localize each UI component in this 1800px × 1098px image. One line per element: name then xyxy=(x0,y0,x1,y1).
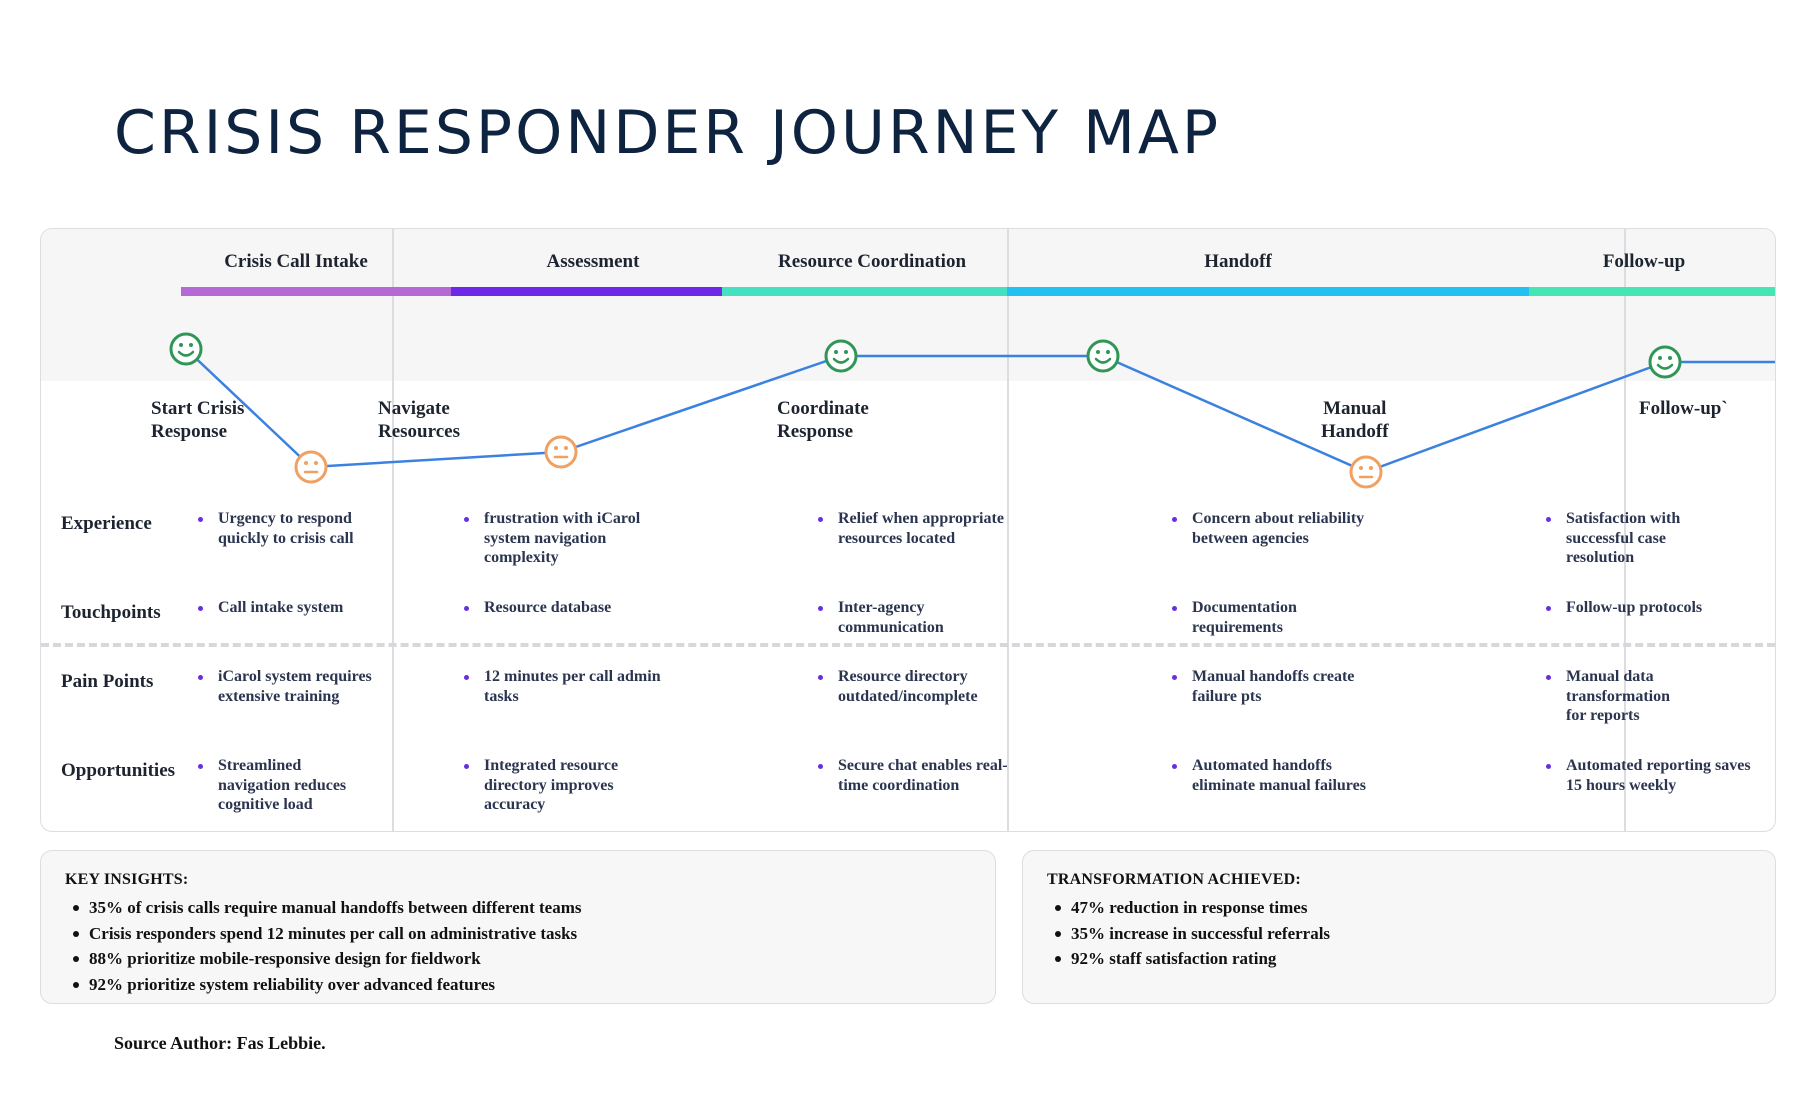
step-label-follow-up: Follow-up` xyxy=(1639,398,1728,419)
row-label-pain-points: Pain Points xyxy=(61,671,154,692)
phase-label-handoff: Handoff xyxy=(1204,251,1272,272)
phase-bar-crisis-call-intake xyxy=(181,287,451,296)
list-item: Resource database xyxy=(462,598,692,618)
key-insights-list: 35% of crisis calls require manual hando… xyxy=(65,895,971,997)
smiley-happy-icon xyxy=(1648,345,1682,379)
row-label-experience: Experience xyxy=(61,513,152,534)
phase-bar-assessment xyxy=(451,287,722,296)
touchpoints-cell: Call intake system xyxy=(196,598,396,618)
transformation-box: TRANSFORMATION ACHIEVED: 47% reduction i… xyxy=(1022,850,1776,1004)
row-separator xyxy=(41,643,1775,647)
smiley-neutral-icon xyxy=(544,435,578,469)
phase-label-assessment: Assessment xyxy=(546,251,640,272)
smiley-neutral-icon xyxy=(294,450,328,484)
list-item: 92% prioritize system reliability over a… xyxy=(65,972,971,998)
phase-bar-follow-up xyxy=(1529,287,1775,296)
list-item: Call intake system xyxy=(196,598,396,618)
opportunities-cell: Secure chat enables real-time coordinati… xyxy=(816,756,1046,795)
key-insights-title: KEY INSIGHTS: xyxy=(65,871,189,888)
column-divider xyxy=(1007,229,1009,831)
smiley-happy-icon xyxy=(824,339,858,373)
phase-bar-handoff xyxy=(1007,287,1529,296)
list-item: 92% staff satisfaction rating xyxy=(1047,946,1751,972)
smiley-neutral-icon xyxy=(1349,455,1383,489)
source-author: Source Author: Fas Lebbie. xyxy=(114,1033,326,1053)
transformation-list: 47% reduction in response times 35% incr… xyxy=(1047,895,1751,972)
column-divider xyxy=(1624,229,1626,831)
list-item: 35% of crisis calls require manual hando… xyxy=(65,895,971,921)
emotion-line xyxy=(185,348,1775,474)
page-title: CRISIS RESPONDER JOURNEY MAP xyxy=(114,98,1222,168)
phase-label-crisis-call-intake: Crisis Call Intake xyxy=(224,251,368,272)
smiley-happy-icon xyxy=(169,332,203,366)
list-item: Crisis responders spend 12 minutes per c… xyxy=(65,921,971,947)
phase-label-follow-up: Follow-up xyxy=(1602,251,1686,272)
list-item: 35% increase in successful referrals xyxy=(1047,921,1751,947)
touchpoints-cell: Follow-up protocols xyxy=(1544,598,1774,618)
column-divider xyxy=(392,229,394,831)
list-item: 88% prioritize mobile-responsive design … xyxy=(65,946,971,972)
row-label-opportunities: Opportunities xyxy=(61,760,176,781)
journey-map-panel: Crisis Call Intake Assessment Resource C… xyxy=(40,228,1776,832)
row-label-touchpoints: Touchpoints xyxy=(61,602,161,623)
phase-bar-resource-coordination xyxy=(722,287,1007,296)
emotion-curve xyxy=(169,332,1775,489)
phase-label-resource-coordination: Resource Coordination xyxy=(777,251,967,272)
touchpoints-cell: Resource database xyxy=(462,598,692,618)
list-item: 47% reduction in response times xyxy=(1047,895,1751,921)
transformation-title: TRANSFORMATION ACHIEVED: xyxy=(1047,871,1301,888)
key-insights-box: KEY INSIGHTS: 35% of crisis calls requir… xyxy=(40,850,996,1004)
list-item: Secure chat enables real-time coordinati… xyxy=(816,756,1046,795)
list-item: Follow-up protocols xyxy=(1544,598,1774,618)
smiley-happy-icon xyxy=(1086,339,1120,373)
